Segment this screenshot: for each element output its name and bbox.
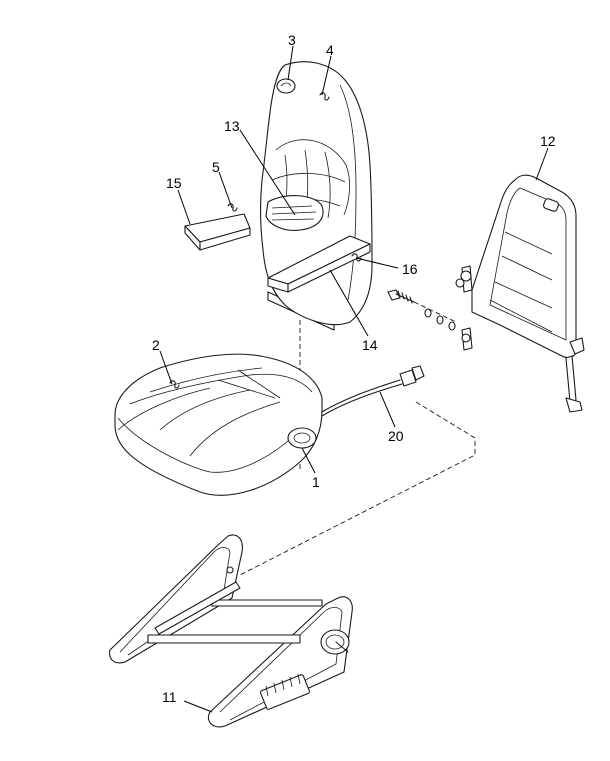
callouts: 3 4 13 5 15 12 16 14 2 1 20 11 [152, 32, 556, 705]
callout-2: 2 [152, 337, 160, 353]
adjust-knob [287, 427, 317, 449]
callout-11: 11 [162, 689, 177, 705]
seat-back [260, 61, 373, 331]
callout-5: 5 [212, 159, 220, 175]
callout-13: 13 [224, 118, 240, 134]
leader-lines [159, 45, 549, 713]
callout-4: 4 [326, 42, 334, 58]
seat-cushion [114, 353, 323, 496]
seat-back-frame [455, 174, 585, 413]
callout-3: 3 [288, 32, 296, 48]
callout-12: 12 [540, 133, 556, 149]
left-armrest [184, 203, 251, 251]
callout-16: 16 [402, 261, 418, 277]
callout-20: 20 [388, 428, 404, 444]
mounting-hardware [387, 289, 457, 331]
right-armrest [267, 235, 371, 293]
headrest-knob [276, 78, 296, 94]
wire-harness [321, 365, 425, 417]
callout-14: 14 [362, 337, 378, 353]
seat-track-base [109, 534, 353, 728]
callout-1: 1 [312, 474, 320, 490]
callout-15: 15 [166, 175, 182, 191]
